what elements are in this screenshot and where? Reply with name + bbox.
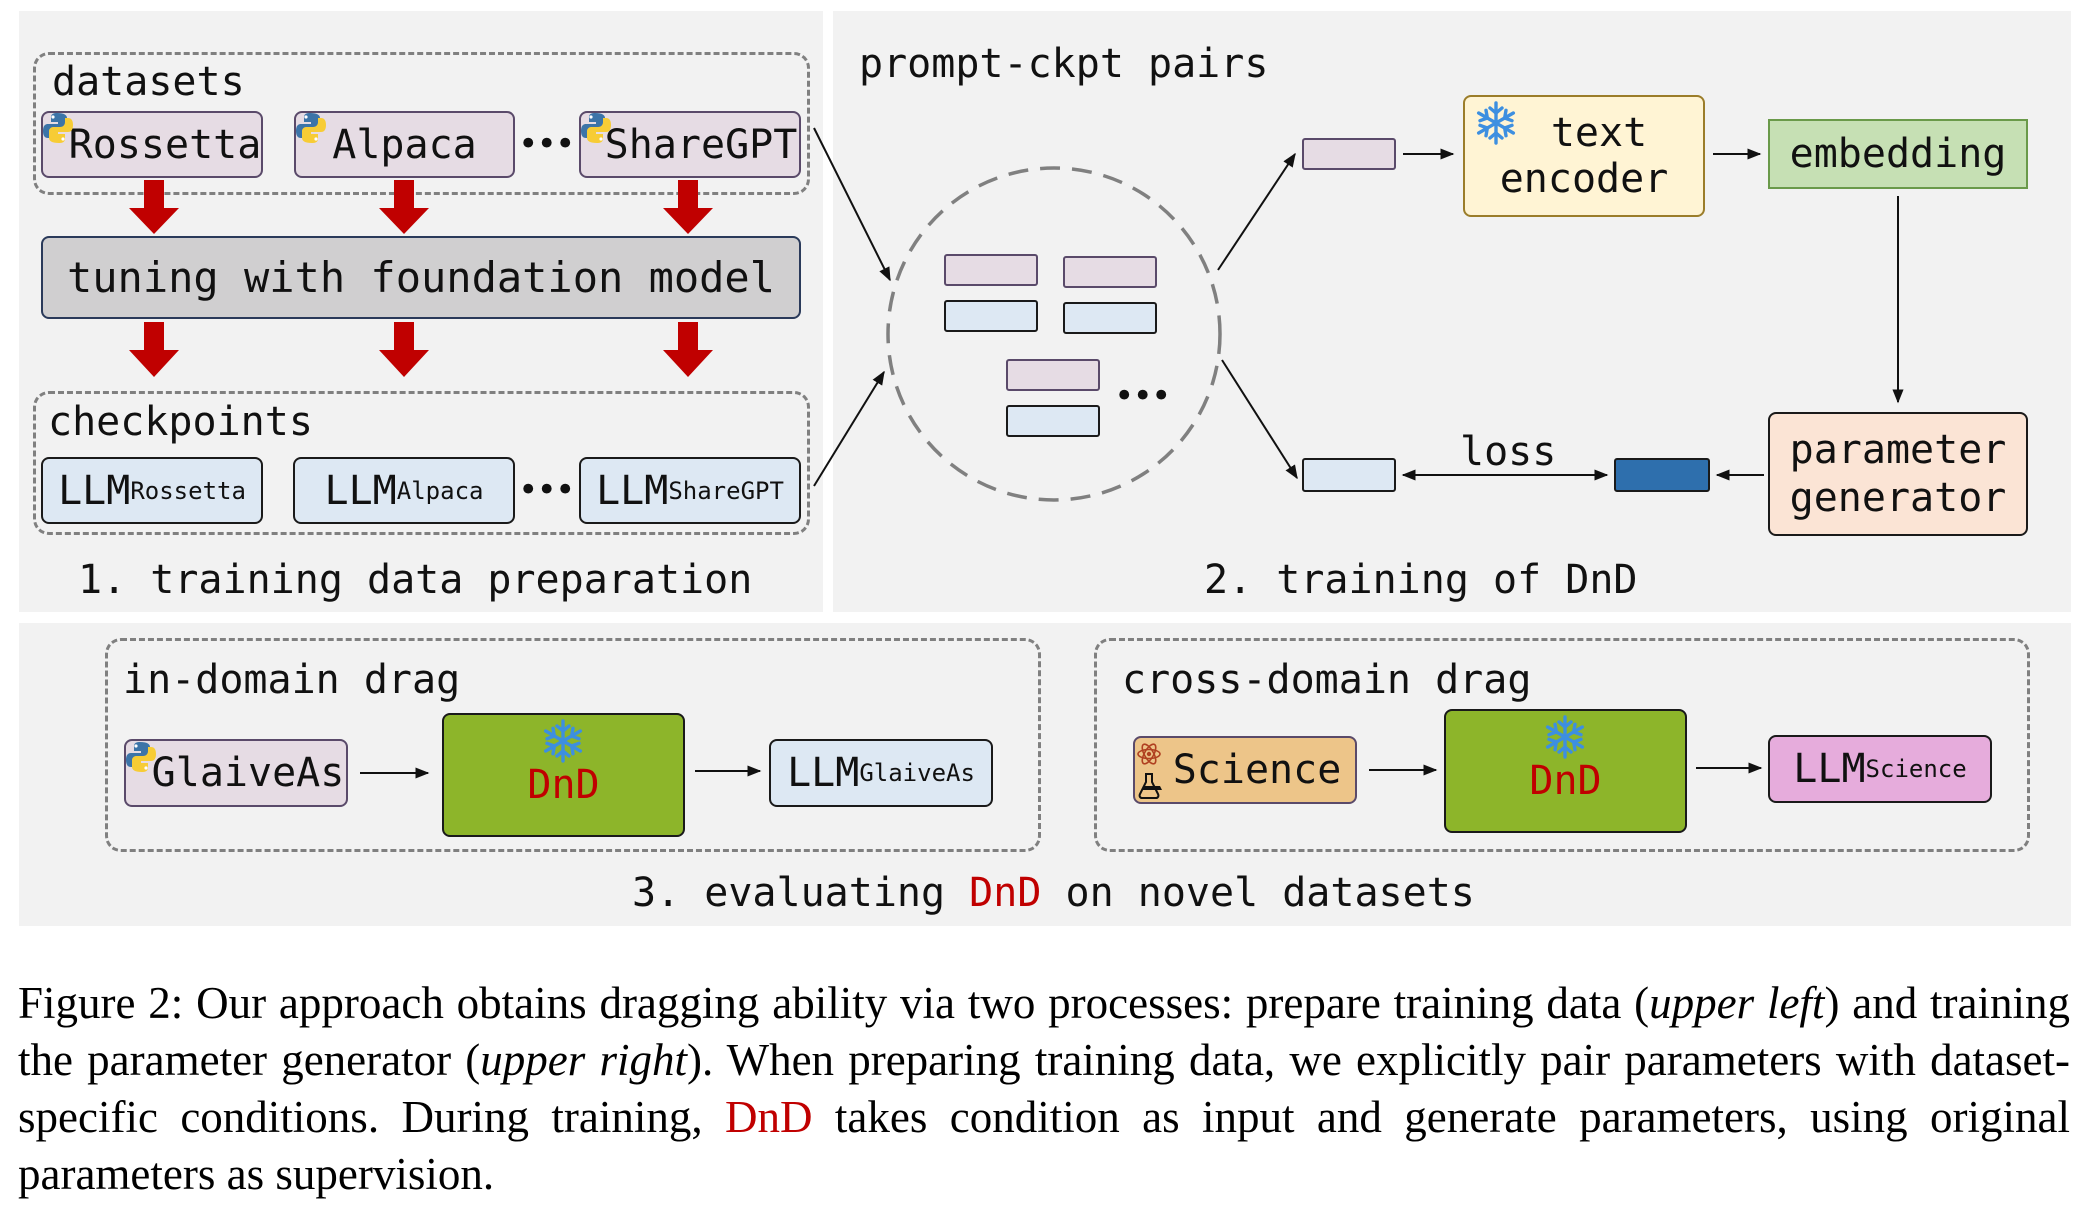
pairs-ellipsis: ••• xyxy=(1114,376,1171,416)
dataset-label: ShareGPT xyxy=(604,121,798,168)
prompt-ckpt-pairs-circle xyxy=(886,166,1222,502)
arrow-datasets-to-pairs xyxy=(813,127,891,282)
in-domain-label: in-domain drag xyxy=(123,657,461,703)
figure-caption: Figure 2: Our approach obtains dragging … xyxy=(18,975,2070,1203)
panel3-title: 3. evaluating DnD on novel datasets xyxy=(632,873,1475,913)
embedding-box: embedding xyxy=(1768,119,2028,189)
science-input-box: Science xyxy=(1133,736,1357,804)
llm-base: LLM xyxy=(787,750,860,796)
parameter-generator-box: parameter generator xyxy=(1768,412,2028,536)
dnd-label: DnD xyxy=(527,762,600,808)
llm-base: LLM xyxy=(1793,746,1866,792)
datasets-ellipsis: ••• xyxy=(518,124,575,164)
python-logo-icon xyxy=(296,113,326,143)
checkpoint-base: LLM xyxy=(324,467,397,514)
checkpoints-ellipsis: ••• xyxy=(518,470,575,510)
prompt-ckpt-pairs-label: prompt-ckpt pairs xyxy=(859,41,1269,87)
generated-parameter-box xyxy=(1614,458,1710,492)
dataset-label: Alpaca xyxy=(332,121,477,168)
checkpoints-label: checkpoints xyxy=(48,399,313,445)
red-arrow-down xyxy=(379,180,429,234)
dataset-box-sharegpt: ShareGPT xyxy=(579,111,801,178)
caption-italic-upper-right: upper right xyxy=(480,1035,687,1085)
datasets-group xyxy=(33,52,810,195)
arrow-pairs-to-prompt xyxy=(1217,152,1296,271)
pair-prompt-box xyxy=(1006,359,1100,391)
pair-prompt-box xyxy=(944,254,1038,286)
param-gen-line1: parameter xyxy=(1789,427,2007,473)
dnd-label: DnD xyxy=(1529,758,1602,804)
checkpoints-group xyxy=(33,391,810,535)
pair-prompt-box xyxy=(1063,256,1157,288)
dataset-label: Rossetta xyxy=(68,121,262,168)
param-gen-line2: generator xyxy=(1789,475,2007,521)
panel3-title-suffix: on novel datasets xyxy=(1041,870,1475,916)
in-domain-group xyxy=(105,638,1041,852)
atom-flask-icon xyxy=(1137,743,1162,799)
cross-domain-label: cross-domain drag xyxy=(1122,657,1532,703)
arrow-checkpoints-to-pairs xyxy=(813,370,885,487)
caption-mid1: ) and training the parameter generator ( xyxy=(18,978,2070,1085)
text-encoder-line2: encoder xyxy=(1499,156,1669,202)
glaiveas-input-box: GlaiveAs xyxy=(124,739,348,807)
panel-evaluating-dnd xyxy=(19,623,2071,926)
science-label: Science xyxy=(1172,747,1342,793)
panel2-title: 2. training of DnD xyxy=(1204,557,1638,603)
checkpoint-base: LLM xyxy=(596,467,669,514)
pair-ckpt-box xyxy=(944,300,1038,332)
text-encoder-line1: text xyxy=(1550,110,1648,156)
python-logo-icon xyxy=(43,113,73,143)
glaiveas-label: GlaiveAs xyxy=(151,750,345,796)
panel1-title: 1. training data preparation xyxy=(78,557,753,603)
llm-sub: GlaiveAs xyxy=(859,759,975,787)
checkpoint-sub: ShareGPT xyxy=(668,476,784,505)
loss-label: loss xyxy=(1460,429,1557,475)
pair-ckpt-box xyxy=(1063,302,1157,334)
tuning-label: tuning with foundation model xyxy=(66,252,775,302)
checkpoint-sub: Rossetta xyxy=(130,476,246,505)
caption-highlight-dnd: DnD xyxy=(724,1092,813,1142)
panel3-title-prefix: 3. evaluating xyxy=(632,870,970,916)
snowflake-icon xyxy=(1476,101,1516,145)
checkpoint-base: LLM xyxy=(58,467,131,514)
prompt-input-box xyxy=(1302,138,1396,170)
llm-sub: Science xyxy=(1865,755,1967,783)
text-encoder-box: text encoder xyxy=(1463,95,1705,217)
python-logo-icon xyxy=(581,113,611,143)
caption-suffix: takes condition as input and generate pa… xyxy=(18,1092,2070,1199)
red-arrow-down xyxy=(663,322,713,377)
red-arrow-down xyxy=(129,180,179,234)
datasets-label: datasets xyxy=(52,59,245,105)
dataset-box-rossetta: Rossetta xyxy=(41,111,263,178)
snowflake-icon xyxy=(1545,715,1585,759)
cross-domain-group xyxy=(1094,638,2030,852)
red-arrow-down xyxy=(129,322,179,377)
caption-italic-upper-left: upper left xyxy=(1649,978,1825,1028)
red-arrow-down xyxy=(379,322,429,377)
original-parameter-box xyxy=(1302,458,1396,492)
snowflake-icon xyxy=(543,719,583,763)
red-arrow-down xyxy=(663,180,713,234)
red-arrows xyxy=(129,180,713,377)
embedding-label: embedding xyxy=(1789,131,2007,177)
python-logo-icon xyxy=(126,742,156,772)
panel3-title-highlight: DnD xyxy=(969,870,1042,916)
pair-ckpt-box xyxy=(1006,405,1100,437)
connector-arrows xyxy=(360,127,1904,779)
checkpoint-sub: Alpaca xyxy=(396,476,484,505)
caption-mid2: ). When preparing training data, we expl… xyxy=(18,1035,2070,1142)
caption-prefix: Figure 2: Our approach obtains dragging … xyxy=(18,978,1650,1028)
dataset-box-alpaca: Alpaca xyxy=(294,111,515,178)
arrow-pairs-to-original xyxy=(1221,359,1298,480)
tuning-box: tuning with foundation model xyxy=(41,236,801,319)
